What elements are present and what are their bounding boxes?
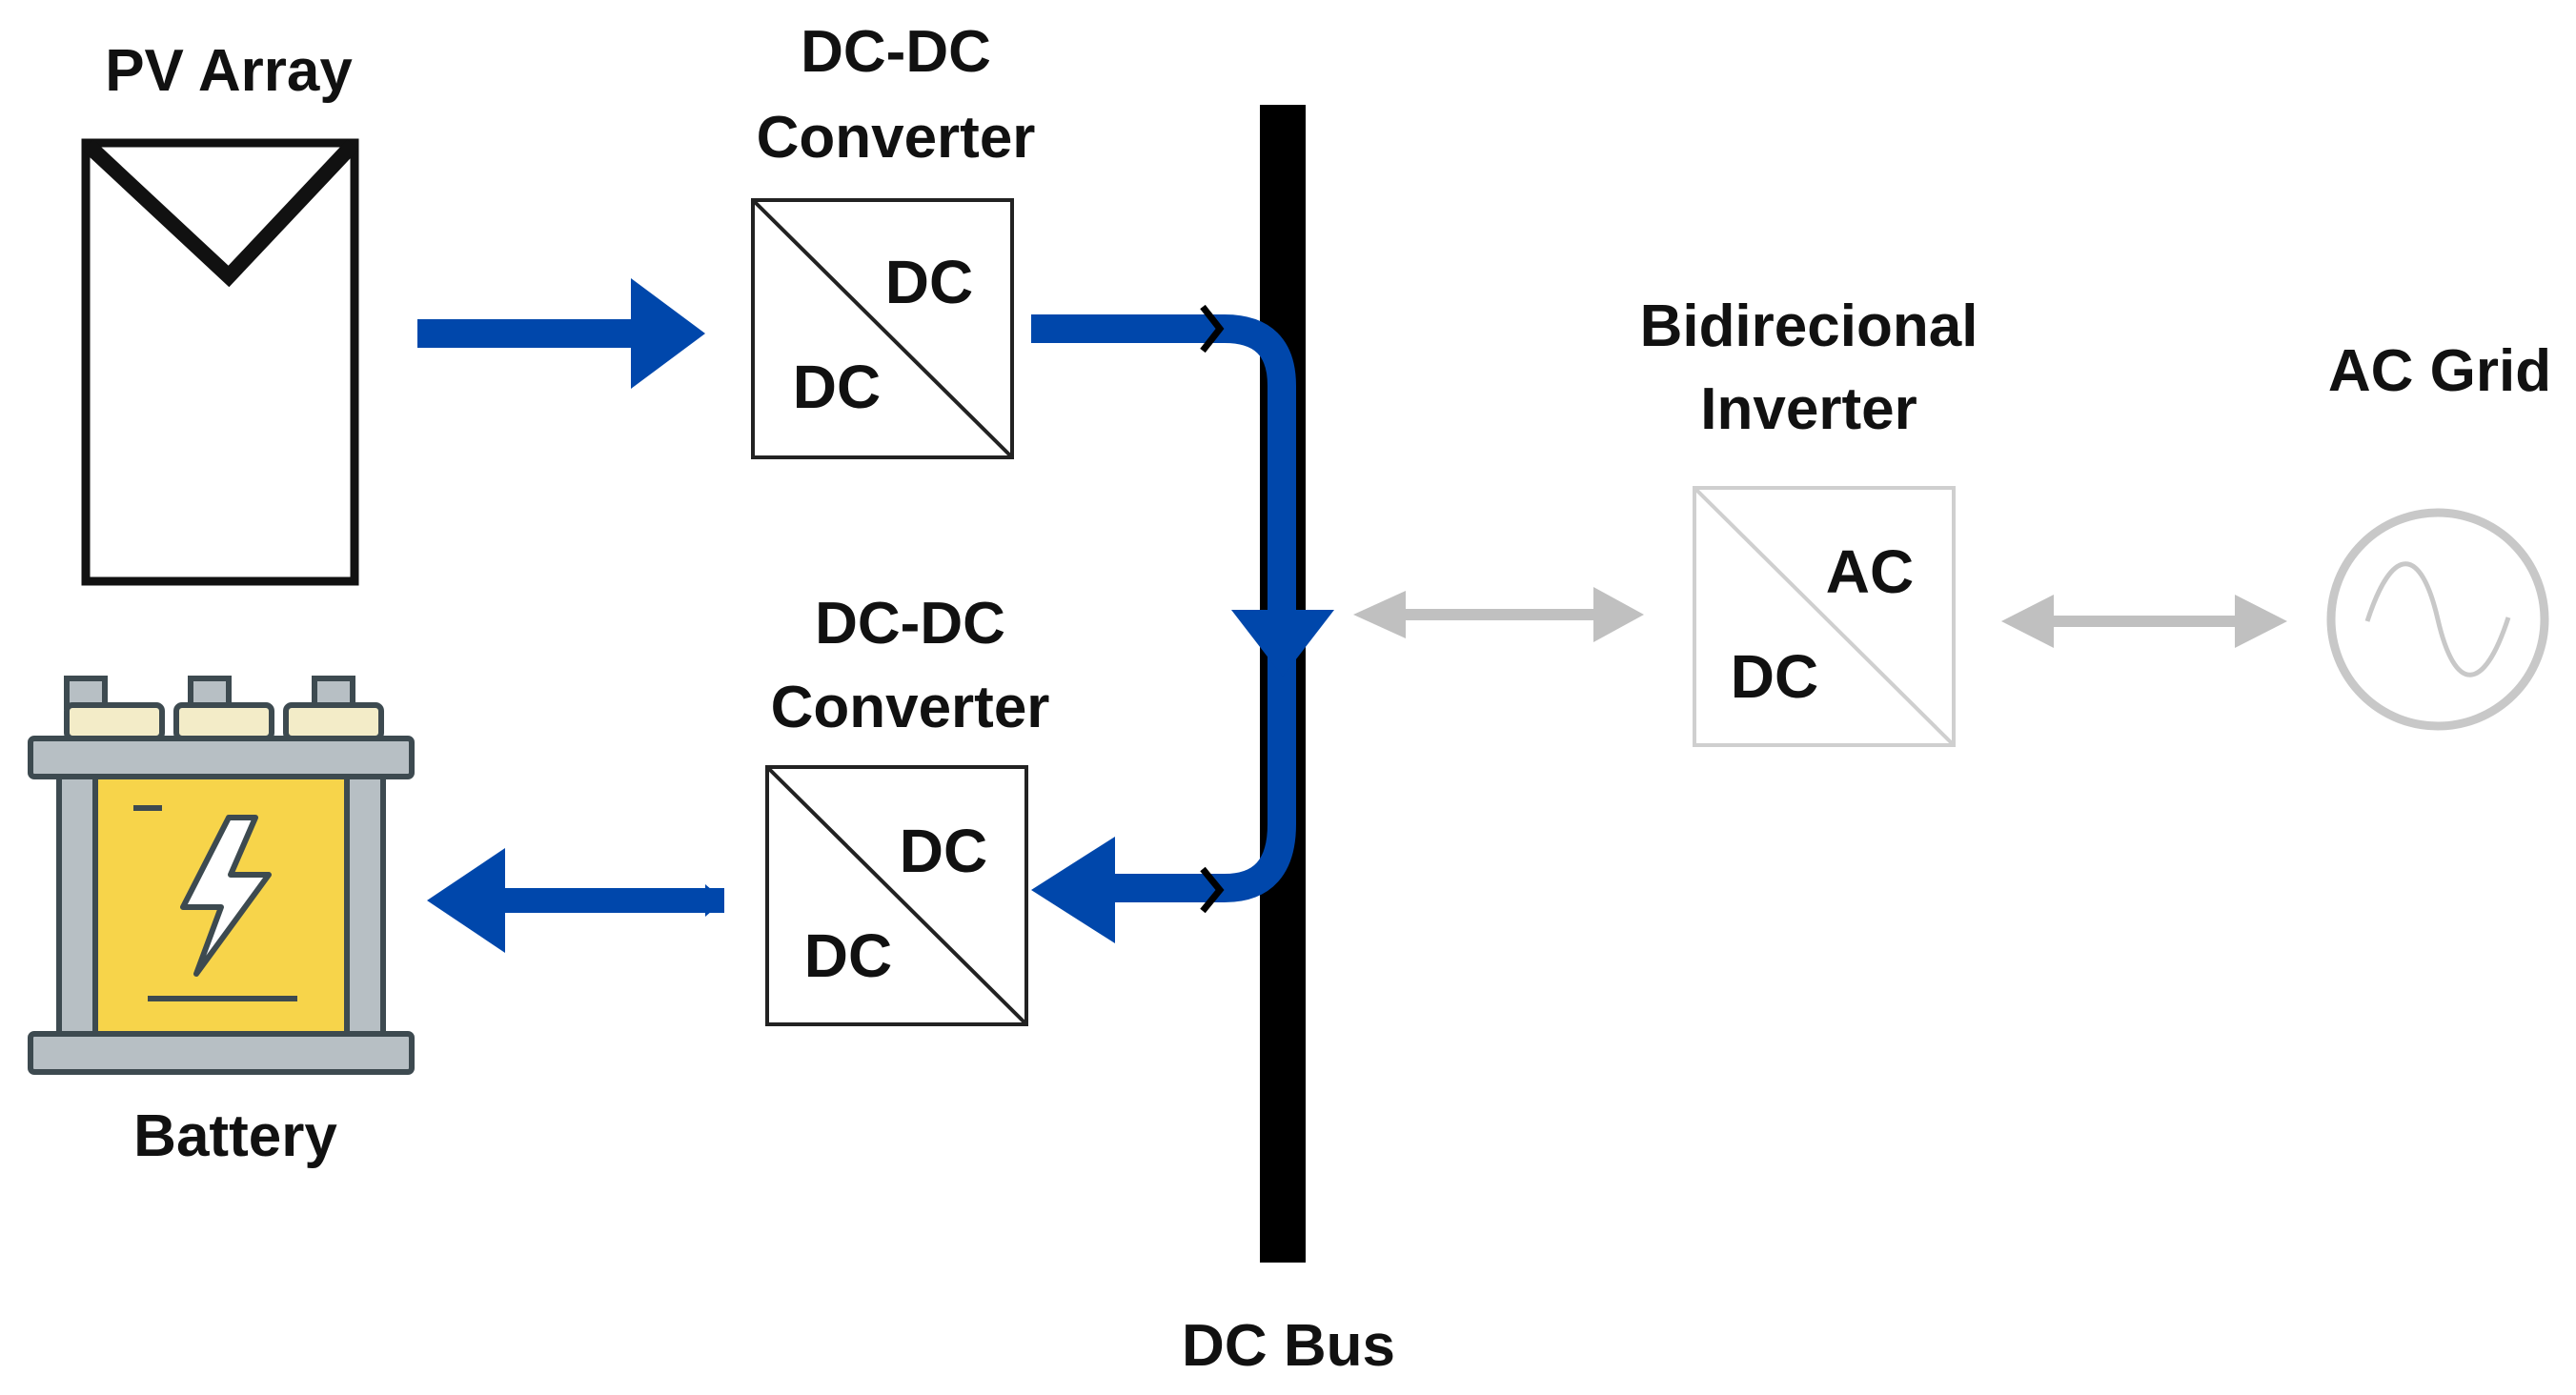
bus-inverter-arrow xyxy=(1353,587,1644,642)
inverter-grid-arrow xyxy=(2001,595,2287,648)
converter-bottom-block xyxy=(765,765,1028,1026)
battery-converter-arrow xyxy=(427,848,724,953)
ac-grid-label: AC Grid xyxy=(2328,338,2551,404)
inverter-label-line2: Inverter xyxy=(1700,376,1917,442)
pv-to-converter-arrow xyxy=(417,278,705,389)
converter-top-upper-text: DC xyxy=(885,248,973,316)
converter-bottom-upper-text: DC xyxy=(900,817,987,885)
inverter-upper-text: AC xyxy=(1826,537,1914,606)
pv-array-label: PV Array xyxy=(105,38,353,104)
inverter-label-line1: Bidirecional xyxy=(1640,293,1978,359)
converter-top-lower-text: DC xyxy=(793,353,881,421)
battery-label: Battery xyxy=(133,1103,337,1169)
pv-array-icon xyxy=(81,138,359,586)
converter-top-block xyxy=(751,198,1014,459)
dc-bus-label: DC Bus xyxy=(1182,1313,1395,1379)
converter-top-label-line1: DC-DC xyxy=(801,19,991,85)
ac-grid-icon xyxy=(2326,508,2549,731)
converter-top-label-line2: Converter xyxy=(757,105,1036,171)
converter-bottom-label-line2: Converter xyxy=(771,675,1050,740)
converter-bottom-lower-text: DC xyxy=(804,921,892,990)
bus-flow-arrow xyxy=(1031,304,1334,943)
inverter-block xyxy=(1693,486,1956,747)
converter-bottom-label-line1: DC-DC xyxy=(815,591,1005,657)
inverter-lower-text: DC xyxy=(1731,642,1818,711)
battery-icon xyxy=(28,676,415,1075)
